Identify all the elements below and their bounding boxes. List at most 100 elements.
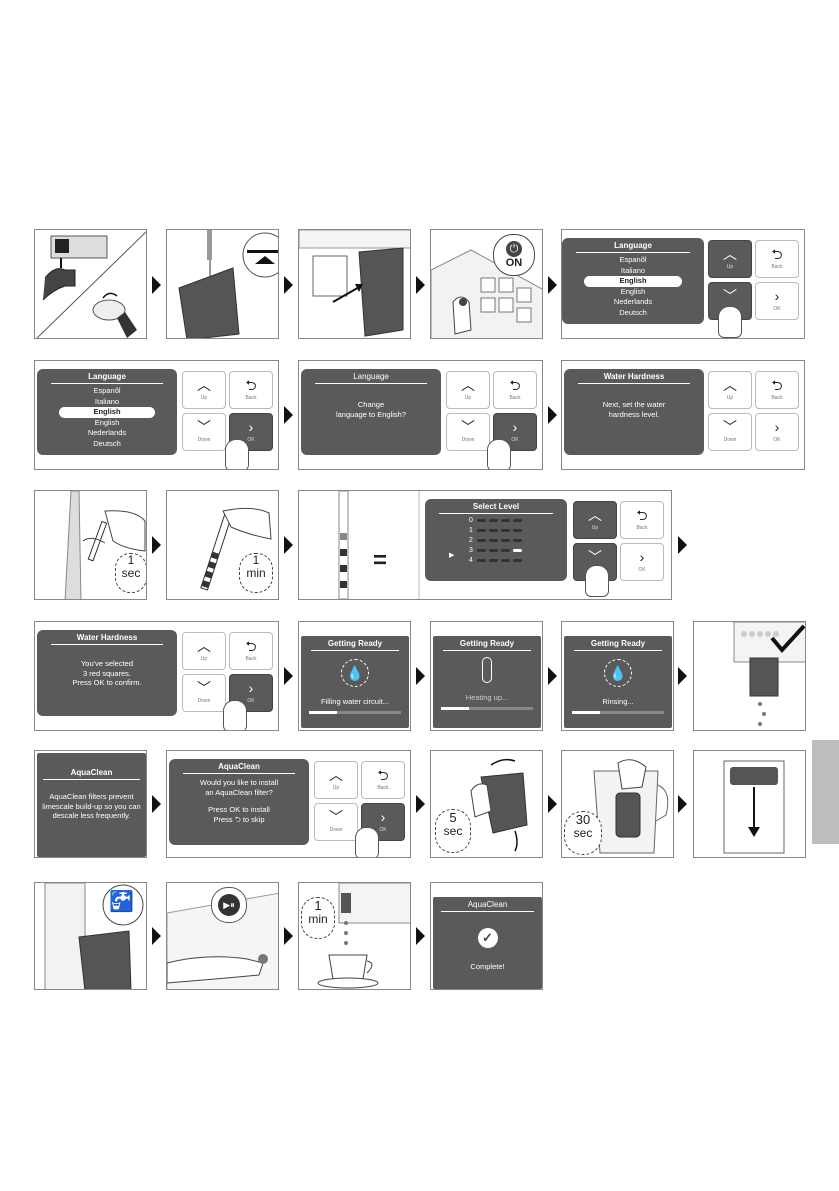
step-dispense-water: 1 min — [298, 882, 411, 990]
skip-hint: Press ⮌ to skip — [213, 814, 265, 824]
language-option[interactable]: Nederlands — [87, 428, 127, 437]
timer-badge: 5 sec — [435, 809, 471, 853]
step-arrow — [284, 927, 293, 945]
chevron-right-icon: › — [248, 419, 254, 435]
step-aquaclean-complete: AquaClean ✓ Complete! — [430, 882, 543, 990]
up-button[interactable]: ︿Up — [573, 501, 617, 539]
select-level-screen: Select Level 0 1 2 3 4 ▶ — [425, 499, 567, 581]
water-hardness-screen: Water Hardness Next, set the water hardn… — [564, 369, 704, 455]
control-panel-illustration — [431, 249, 542, 338]
language-screen: Language Espanõl Italiano English Englis… — [37, 369, 177, 455]
down-button[interactable]: ﹀ — [708, 282, 752, 320]
back-arrow-icon: ⮌ — [771, 377, 783, 393]
language-option[interactable]: Italiano — [94, 396, 120, 406]
down-button[interactable]: ﹀Down — [314, 803, 358, 841]
step-press-start: ▶⏸ — [166, 882, 279, 990]
step-arrow — [284, 536, 293, 554]
refresh-icon: 💧 — [604, 659, 632, 687]
up-button[interactable]: ︿Up — [708, 240, 752, 278]
language-option[interactable]: Espanõl — [93, 386, 121, 395]
filter-shake-illustration — [470, 758, 528, 852]
language-option[interactable]: English — [94, 417, 120, 427]
back-button[interactable]: ⮌Back — [361, 761, 405, 799]
chevron-up-icon: ︿ — [588, 507, 602, 523]
language-option[interactable]: Deutsch — [93, 438, 121, 448]
step-confirm-language: Language Espanõl Italiano English Englis… — [34, 360, 279, 470]
ok-button[interactable]: ›OK — [620, 543, 664, 581]
step-fill-tank — [166, 229, 279, 339]
checkmark-icon — [770, 624, 805, 654]
step-fill-tank-again: 🚰 — [34, 882, 147, 990]
chevron-right-icon: › — [774, 288, 780, 304]
test-strip-illustration — [64, 491, 146, 599]
language-option-selected[interactable]: English — [59, 407, 155, 418]
aquaclean-complete-screen: AquaClean ✓ Complete! — [433, 897, 542, 989]
water-tank-illustration — [178, 230, 278, 338]
power-icon: ⏻ ON — [493, 234, 535, 276]
chevron-up-icon: ︿ — [723, 246, 737, 262]
language-option[interactable]: Espanõl — [619, 255, 647, 264]
progress-bar — [441, 706, 533, 710]
play-pause-icon: ▶⏸ — [211, 887, 247, 923]
language-option[interactable]: English — [620, 286, 646, 296]
language-option[interactable]: Nederlands — [613, 297, 653, 306]
back-button[interactable]: ⮌Back — [620, 501, 664, 539]
machine-rinse-illustration — [733, 622, 805, 726]
strip-result-illustration — [338, 491, 420, 599]
step-getting-ready-rinse: Getting Ready 💧 Rinsing... — [561, 621, 674, 731]
chevron-up-icon: ︿ — [723, 377, 737, 393]
progress-bar — [309, 710, 401, 714]
step-arrow — [152, 536, 161, 554]
step-shake-filter: 5 sec — [430, 750, 543, 858]
step-arrow — [548, 667, 557, 685]
status-text: Rinsing... — [602, 697, 634, 706]
down-button[interactable]: ﹀Down — [446, 413, 490, 451]
step-getting-ready-fill: Getting Ready Getting Ready 💧 Filling wa… — [298, 621, 411, 731]
step-arrow — [284, 406, 293, 424]
finger-illustration — [223, 700, 247, 730]
step-arrow — [416, 927, 425, 945]
down-button[interactable]: ﹀Down — [182, 674, 226, 712]
up-button[interactable]: ︿Up — [182, 371, 226, 409]
chevron-right-icon: › — [248, 680, 254, 696]
timer-badge: 1 min — [239, 553, 273, 593]
step-arrow — [416, 795, 425, 813]
step-plug-in — [34, 229, 147, 339]
finger-illustration — [355, 827, 379, 857]
back-arrow-icon: ⮌ — [771, 246, 783, 262]
step-arrow — [284, 667, 293, 685]
insert-filter-illustration — [723, 760, 785, 854]
step-arrow — [284, 276, 293, 294]
language-option[interactable]: Deutsch — [619, 307, 647, 317]
step-arrow — [152, 276, 161, 294]
step-arrow — [678, 536, 687, 554]
status-text: Complete! — [470, 962, 505, 971]
ok-button[interactable]: ›OK — [755, 282, 799, 320]
back-button[interactable]: ⮌Back — [229, 632, 273, 670]
test-strip-illustration — [200, 507, 272, 591]
chevron-up-icon: ︿ — [197, 638, 211, 654]
back-button[interactable]: ⮌Back — [755, 371, 799, 409]
up-button[interactable]: ︿Up — [708, 371, 752, 409]
step-soak-filter: 30 sec — [561, 750, 674, 858]
chevron-right-icon: › — [639, 549, 645, 565]
change-language-screen: Language Change language to English? — [301, 369, 441, 455]
ok-button[interactable]: ›OK — [493, 413, 537, 451]
back-arrow-icon: ⮌ — [636, 507, 648, 523]
step-arrow — [678, 667, 687, 685]
language-option-selected[interactable]: English — [584, 276, 682, 287]
ok-button[interactable]: ›OK — [755, 413, 799, 451]
language-option[interactable]: Italiano — [620, 265, 646, 275]
down-button[interactable]: ﹀Down — [708, 413, 752, 451]
thermometer-icon — [482, 657, 492, 683]
down-button[interactable]: ﹀Down — [182, 413, 226, 451]
back-arrow-icon: ⮌ — [509, 377, 521, 393]
up-button[interactable]: ︿Up — [182, 632, 226, 670]
back-button[interactable]: ⮌Back — [229, 371, 273, 409]
back-button[interactable]: ⮌Back — [755, 240, 799, 278]
step-arrow — [152, 927, 161, 945]
timer-badge: 30 sec — [564, 811, 602, 855]
up-button[interactable]: ︿Up — [446, 371, 490, 409]
up-button[interactable]: ︿Up — [314, 761, 358, 799]
back-button[interactable]: ⮌Back — [493, 371, 537, 409]
